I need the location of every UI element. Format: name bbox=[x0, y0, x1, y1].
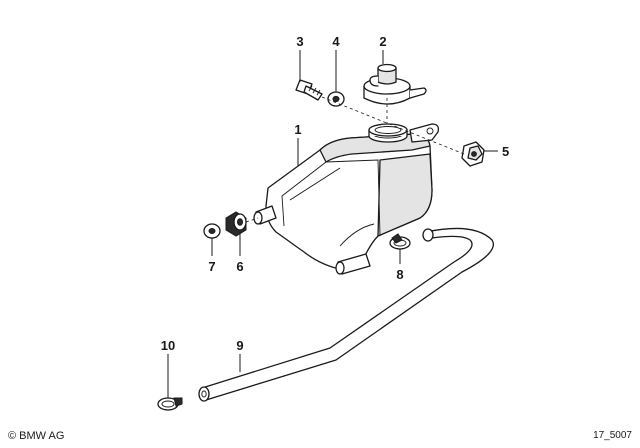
part-4-washer[interactable] bbox=[327, 91, 345, 107]
part-1-expansion-tank[interactable] bbox=[253, 123, 440, 275]
callout-4: 4 bbox=[332, 34, 340, 49]
part-5-nut[interactable] bbox=[461, 141, 485, 167]
part-3-bolt[interactable] bbox=[295, 79, 323, 101]
part-6-grommet[interactable] bbox=[225, 211, 247, 237]
callout-5: 5 bbox=[502, 144, 509, 159]
callout-9: 9 bbox=[236, 338, 243, 353]
callout-labels: 3 4 2 1 5 6 7 8 9 10 bbox=[161, 34, 509, 353]
part-8-hose-clamp[interactable] bbox=[389, 233, 411, 250]
part-10-hose-clamp[interactable] bbox=[157, 397, 183, 411]
callout-8: 8 bbox=[396, 267, 403, 282]
callout-3: 3 bbox=[296, 34, 303, 49]
drawing-number: 17_5007 bbox=[593, 430, 632, 441]
part-2-tank-cap[interactable] bbox=[363, 63, 427, 105]
copyright-label: © BMW AG bbox=[8, 430, 65, 442]
part-7-washer[interactable] bbox=[203, 223, 221, 239]
callout-1: 1 bbox=[294, 122, 301, 137]
callout-7: 7 bbox=[208, 259, 215, 274]
leader-lines bbox=[167, 50, 498, 398]
callout-6: 6 bbox=[236, 259, 243, 274]
part-9-hose[interactable] bbox=[198, 227, 494, 402]
callout-10: 10 bbox=[161, 338, 175, 353]
callout-2: 2 bbox=[379, 34, 386, 49]
